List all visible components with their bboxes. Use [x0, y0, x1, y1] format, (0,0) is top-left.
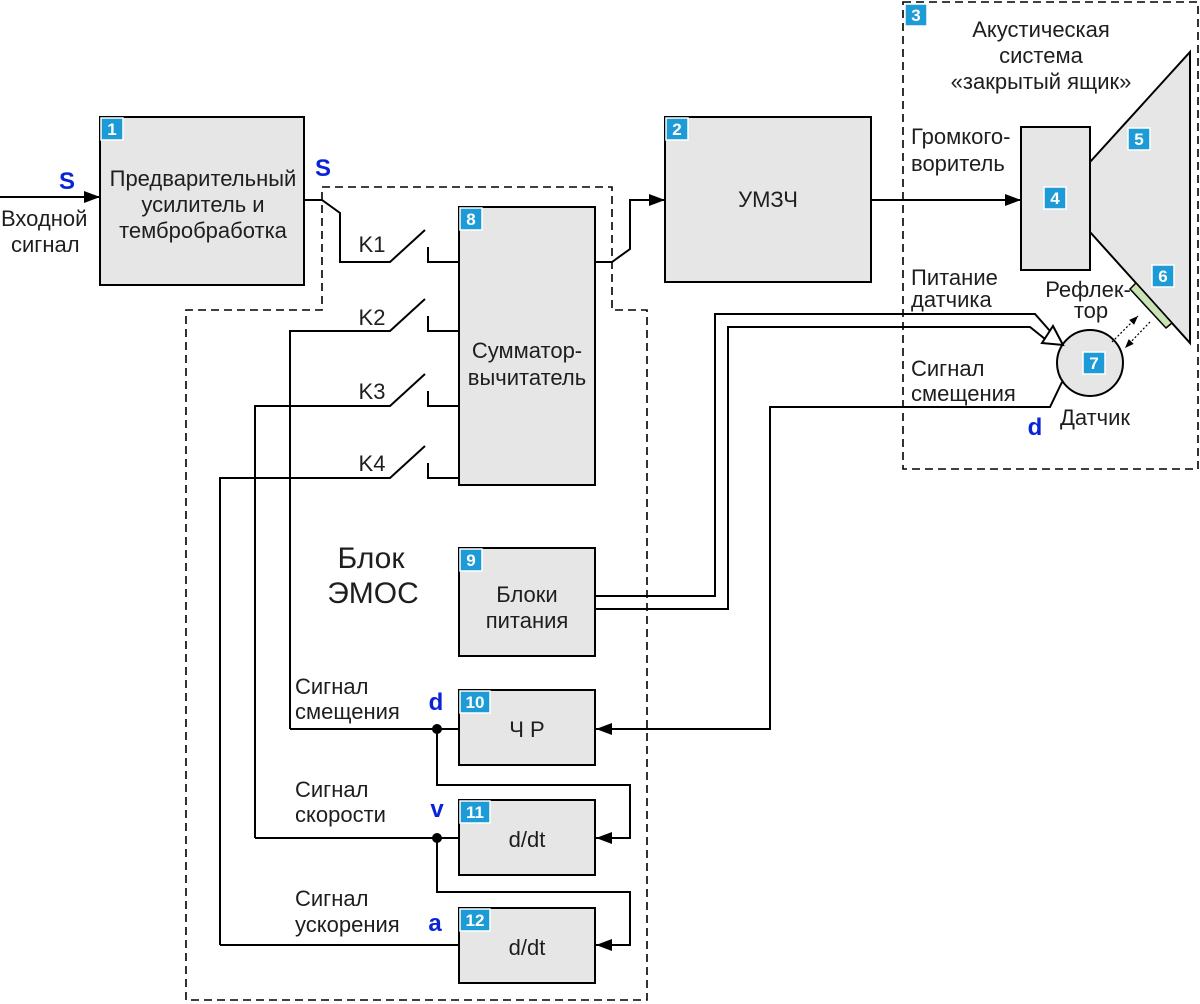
badge-9: 9	[459, 548, 483, 572]
badge-8: 8	[459, 207, 483, 231]
badge-10: 10	[459, 690, 491, 714]
summator-label: Сумматор-	[472, 338, 582, 363]
acoustic-system-frame	[902, 1, 1199, 470]
velocity-signal-label: Сигнал	[295, 777, 368, 802]
input-signal-label: Входной	[1, 206, 87, 231]
badge-11: 11	[459, 800, 491, 824]
badge-12: 12	[459, 908, 491, 932]
svg-text:2: 2	[672, 120, 681, 139]
k1-contact	[427, 247, 459, 263]
summator-label: вычитатель	[468, 365, 586, 390]
wire-k2	[289, 298, 426, 729]
svg-text:4: 4	[1050, 189, 1060, 208]
k4-contact	[427, 463, 459, 479]
svg-text:11: 11	[466, 803, 484, 822]
input-signal-label: сигнал	[11, 232, 80, 257]
k2-contact	[427, 316, 459, 332]
k3-contact	[427, 391, 459, 407]
acceleration-signal-label: ускорения	[295, 912, 400, 937]
displacement-signal-label: Сигнал	[295, 674, 368, 699]
block-12-label: d/dt	[509, 935, 546, 960]
amplifier-label: УМЗЧ	[738, 187, 798, 212]
wire-k3	[254, 373, 426, 838]
power-supply-label: питания	[486, 608, 569, 633]
acoustic-system-title: система	[999, 43, 1083, 68]
sensor-power-label: Питание	[911, 265, 998, 290]
reflector-label: тор	[1074, 298, 1108, 323]
power-supply-label: Блоки	[496, 582, 557, 607]
switch-label-k2: K2	[359, 305, 386, 330]
wire-sensor-to-block-10	[596, 381, 1063, 735]
badge-2: 2	[665, 117, 689, 141]
velocity-signal-label: скорости	[295, 802, 386, 827]
acoustic-system-title: Акустическая	[972, 17, 1110, 42]
svg-text:3: 3	[911, 6, 920, 25]
summator-block	[458, 206, 596, 486]
badge-6: 6	[1151, 264, 1175, 288]
displacement-signal-letter: d	[429, 689, 444, 716]
block-10-label: Ч Р	[509, 717, 544, 742]
svg-text:8: 8	[466, 210, 475, 229]
svg-text:12: 12	[466, 911, 485, 930]
block-11-label: d/dt	[509, 827, 546, 852]
badge-4: 4	[1043, 186, 1067, 210]
wire-sensor-power-a	[595, 313, 1051, 597]
svg-text:5: 5	[1134, 130, 1143, 149]
wire-to-block-12	[436, 838, 631, 951]
acceleration-signal-letter: a	[428, 910, 442, 937]
emos-block-frame	[185, 186, 648, 1001]
sensor-signal-label: смещения	[911, 381, 1016, 406]
sensor-label: Датчик	[1060, 405, 1130, 430]
preamp-label: усилитель и	[141, 192, 264, 217]
acceleration-signal-label: Сигнал	[295, 886, 368, 911]
svg-text:1: 1	[107, 120, 116, 139]
amplifier-block	[664, 116, 872, 283]
switch-label-k3: K3	[359, 379, 386, 404]
preamp-label: Предварительный	[110, 166, 297, 191]
badge-7: 7	[1082, 351, 1106, 375]
sensor-signal-label: Сигнал	[911, 356, 984, 381]
wire-preamp-to-k1	[304, 199, 426, 263]
beam-to-reflector	[1111, 315, 1139, 343]
wire-sensor-power-b	[595, 326, 1046, 610]
junction-dot	[432, 724, 442, 734]
sensor-power-arrowhead	[1040, 324, 1065, 347]
junction-dot	[432, 833, 442, 843]
velocity-signal-letter: v	[430, 796, 444, 823]
preamp-label: тембробработка	[119, 218, 288, 243]
displacement-signal-label: смещения	[295, 699, 400, 724]
badge-5: 5	[1127, 127, 1151, 151]
emos-label: ЭМОС	[327, 577, 419, 610]
emos-label: Блок	[337, 542, 405, 575]
wire-summator-to-amplifier	[595, 194, 665, 263]
switch-label-k4: K4	[359, 451, 386, 476]
input-signal-letter: S	[59, 168, 75, 195]
sensor-output-letter: d	[1028, 414, 1043, 441]
wire-to-block-11	[436, 729, 631, 844]
loudspeaker-label: Громкого-	[911, 124, 1010, 149]
badge-3: 3	[904, 3, 928, 27]
preamp-output-letter: S	[315, 155, 331, 182]
reflector-label: Рефлек-	[1045, 277, 1131, 302]
acoustic-system-title: «закрытый ящик»	[951, 69, 1132, 94]
sensor-power-label: датчика	[911, 287, 993, 312]
badge-1: 1	[100, 117, 124, 141]
loudspeaker-label: воритель	[911, 151, 1005, 176]
svg-text:7: 7	[1089, 354, 1098, 373]
svg-text:10: 10	[466, 693, 485, 712]
switch-label-k1: K1	[359, 232, 386, 257]
svg-text:6: 6	[1158, 267, 1167, 286]
beam-to-sensor	[1124, 321, 1151, 349]
wire-k4	[219, 445, 426, 945]
svg-text:9: 9	[466, 551, 475, 570]
reflector-strip	[1128, 281, 1174, 330]
